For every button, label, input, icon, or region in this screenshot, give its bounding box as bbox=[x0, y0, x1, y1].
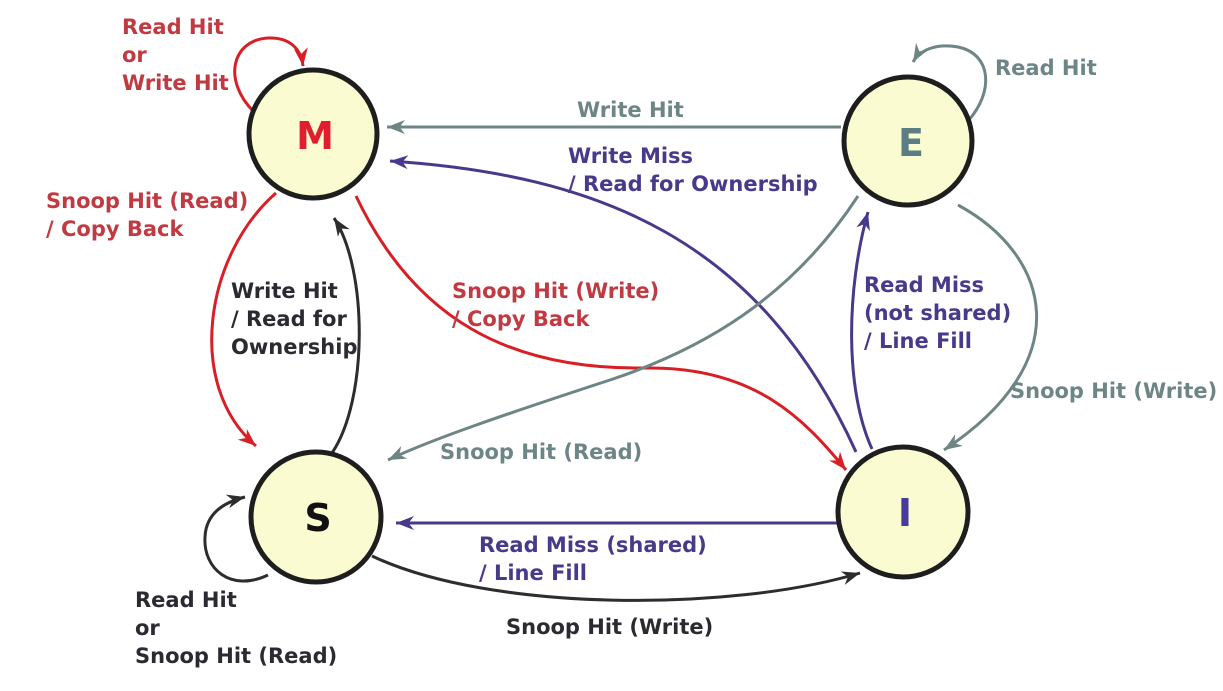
transition-i-to-e bbox=[850, 211, 874, 450]
label-e-to-m: Write Hit bbox=[577, 98, 684, 122]
label-s-self-line1: Read Hit bbox=[135, 588, 237, 612]
transition-s-to-m bbox=[330, 217, 361, 454]
transition-i-to-m bbox=[389, 155, 858, 453]
state-node-m bbox=[246, 67, 380, 201]
state-label-e: E bbox=[898, 121, 924, 165]
transition-m-to-s bbox=[210, 191, 277, 448]
label-s-to-m-line1: Write Hit bbox=[231, 279, 338, 303]
label-s-self-line3: Snoop Hit (Read) bbox=[135, 644, 337, 668]
label-i-to-s-line1: Read Miss (shared) bbox=[479, 533, 707, 557]
transition-e-to-s bbox=[387, 195, 860, 462]
transition-m-to-i bbox=[354, 195, 848, 471]
transition-s-self-loop bbox=[203, 494, 269, 583]
label-e-to-i: Snoop Hit (Write) bbox=[1010, 379, 1217, 403]
label-s-self-line2: or bbox=[135, 616, 160, 640]
label-e-to-s: Snoop Hit (Read) bbox=[440, 440, 642, 464]
label-m-self-line1: Read Hit bbox=[122, 15, 224, 39]
label-i-to-e-line2: (not shared) bbox=[864, 301, 1011, 325]
label-m-to-s-line2: / Copy Back bbox=[46, 217, 184, 241]
state-label-m: M bbox=[296, 114, 334, 158]
transition-e-to-i bbox=[943, 203, 1038, 452]
label-s-to-i: Snoop Hit (Write) bbox=[506, 615, 713, 639]
transition-arrows bbox=[203, 36, 1038, 602]
state-node-s bbox=[248, 449, 384, 585]
transition-s-to-i bbox=[371, 554, 861, 602]
state-label-i: I bbox=[898, 491, 912, 535]
transition-labels: Read Hit or Write Hit Read Hit Write Hit… bbox=[46, 15, 1217, 668]
state-node-e bbox=[841, 74, 975, 208]
label-s-to-m-line3: Ownership bbox=[231, 335, 357, 359]
label-i-to-m-line2: / Read for Ownership bbox=[568, 172, 818, 196]
state-node-i bbox=[835, 444, 971, 580]
label-i-to-e-line1: Read Miss bbox=[864, 273, 984, 297]
label-m-to-i-line2: / Copy Back bbox=[452, 307, 590, 331]
state-label-s: S bbox=[304, 496, 331, 540]
label-m-to-i-line1: Snoop Hit (Write) bbox=[452, 279, 659, 303]
label-e-self: Read Hit bbox=[995, 56, 1097, 80]
transition-m-self-loop bbox=[233, 36, 308, 114]
label-i-to-s-line2: / Line Fill bbox=[479, 561, 587, 585]
label-i-to-m-line1: Write Miss bbox=[568, 144, 693, 168]
label-i-to-e-line3: / Line Fill bbox=[864, 329, 972, 353]
label-s-to-m-line2: / Read for bbox=[231, 307, 347, 331]
transition-e-self-loop bbox=[911, 42, 988, 123]
label-m-self-line3: Write Hit bbox=[122, 71, 229, 95]
label-m-to-s-line1: Snoop Hit (Read) bbox=[46, 189, 248, 213]
label-m-self-line2: or bbox=[122, 43, 147, 67]
state-nodes: M E S I bbox=[246, 67, 975, 585]
